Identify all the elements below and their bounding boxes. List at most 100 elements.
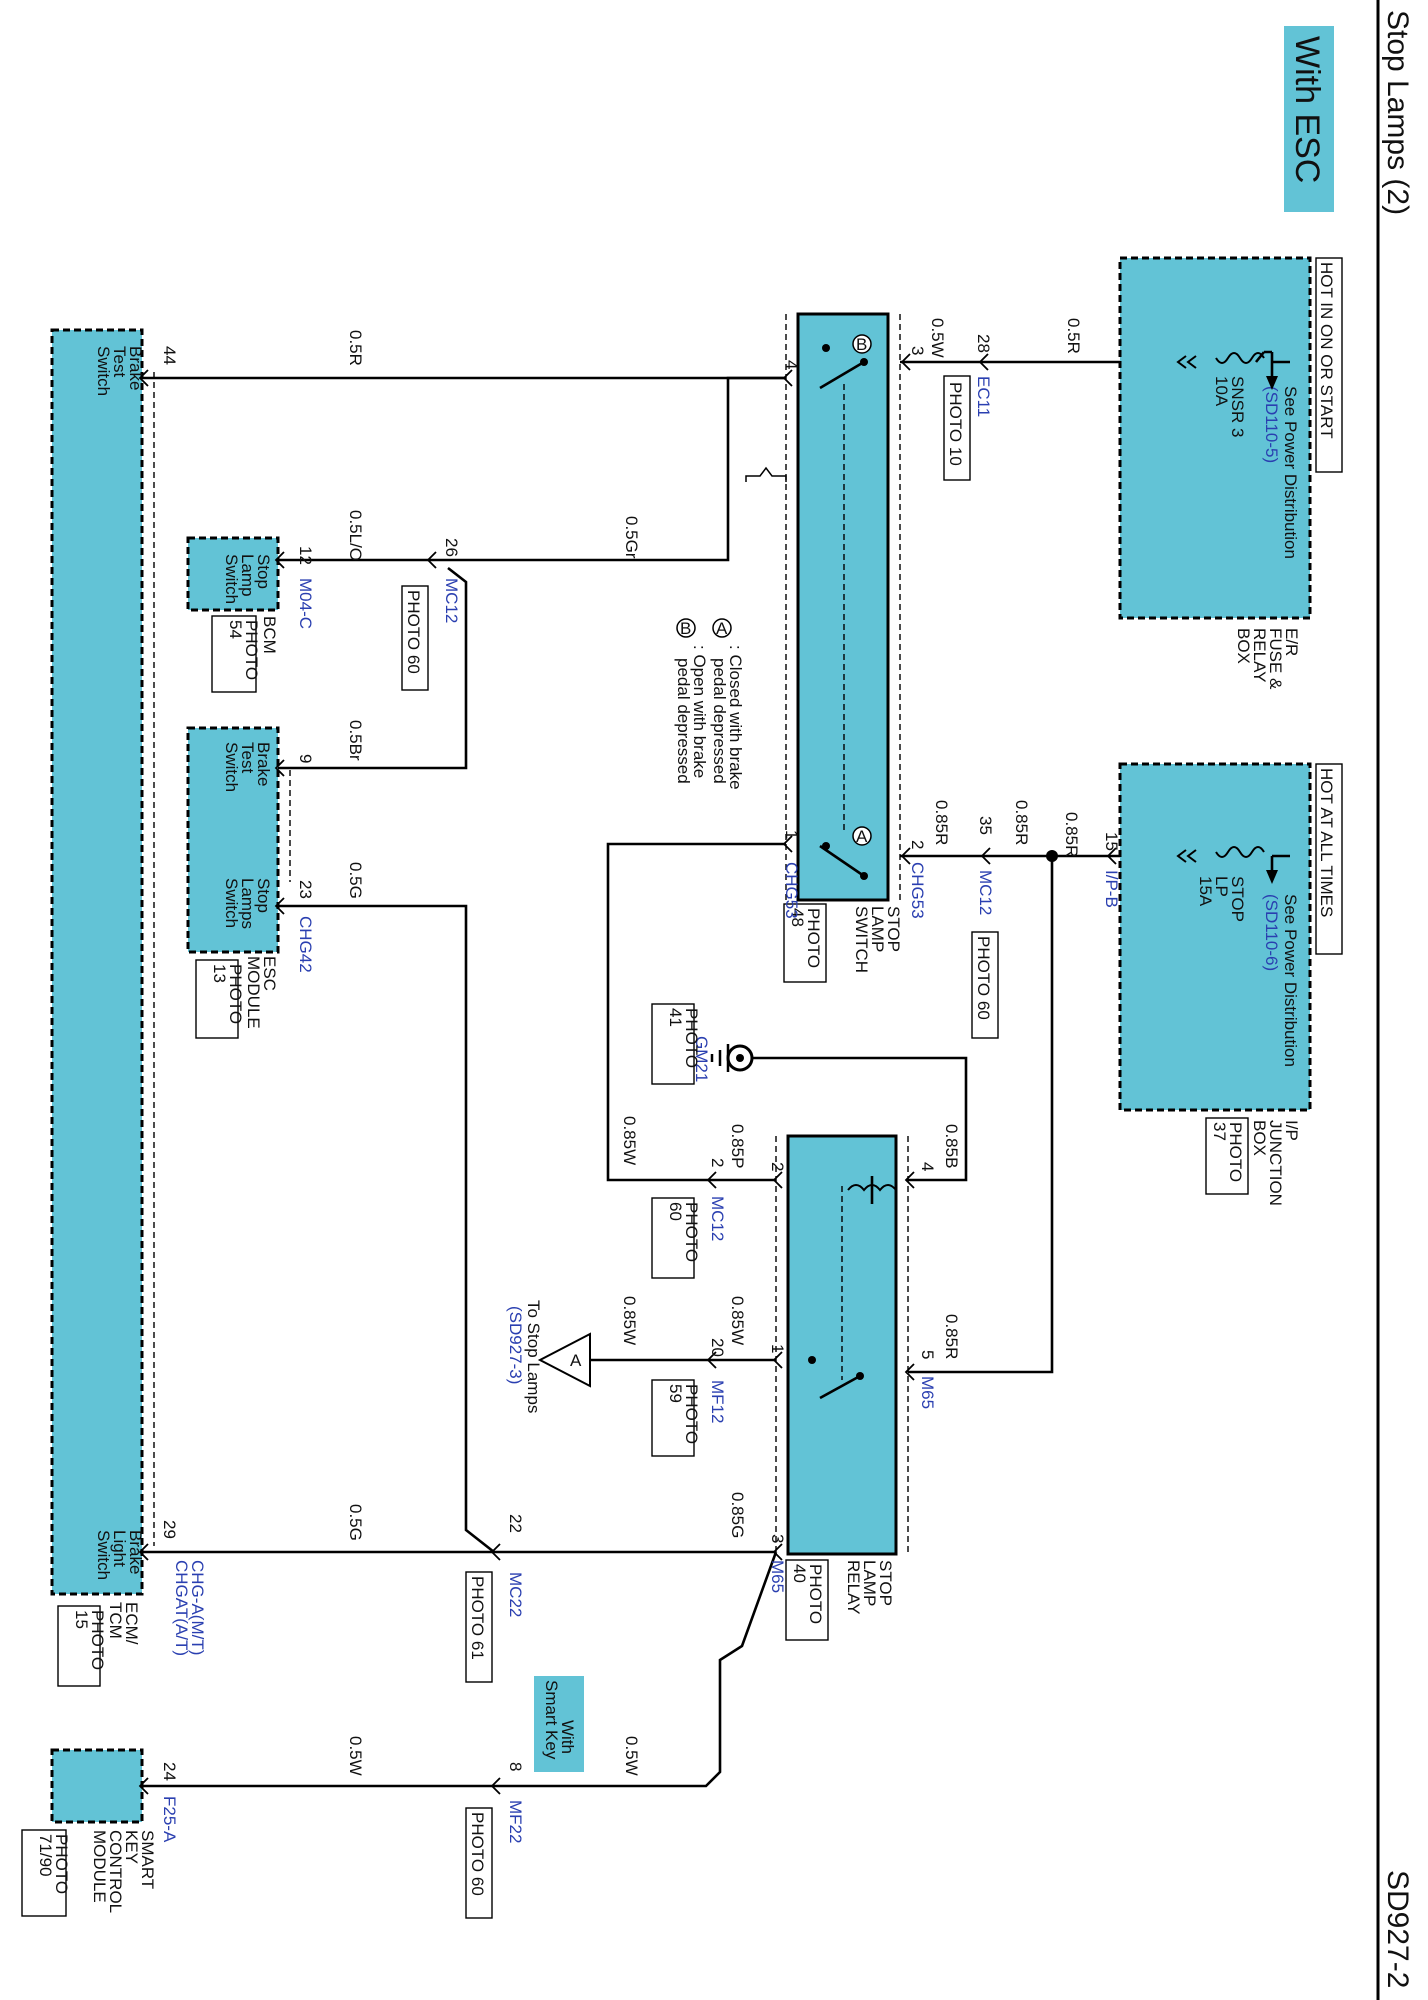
gm21-name: GM21 — [692, 1036, 711, 1082]
chg53-b: CHG53 — [908, 862, 927, 919]
connector-labels: 28 EC11 PHOTO 10 15 I/P-B 35 MC12 PHOTO … — [160, 334, 1121, 1919]
gm21-photo-2: 41 — [666, 1008, 685, 1027]
ip-see-text: See Power Distribution — [1281, 894, 1300, 1067]
offpage-ref: (SD927-3) — [506, 1306, 525, 1384]
er-condition-box — [1315, 257, 1343, 473]
er-fuse-icon — [1215, 352, 1265, 364]
ip-junction-box: HOT AT ALL TIMES I/P JUNCTION BOX PHOTO … — [1118, 762, 1343, 1206]
mf22-photo-box — [465, 1807, 493, 1919]
page-title: Stop Lamps (2) — [1381, 10, 1414, 215]
ecm-conn1: CHG-A(M/T) — [188, 1560, 207, 1655]
relay-photo-box — [785, 1559, 829, 1641]
esc-pin2-label-2: Lamps — [238, 878, 257, 929]
ecm-pin2: 29 — [160, 1520, 179, 1539]
switch-name-2: LAMP — [868, 906, 887, 952]
ip-name-1: I/P — [1282, 1120, 1301, 1141]
wire-sw4: 0.5R — [346, 330, 365, 366]
mf12-photo-1: PHOTO — [682, 1384, 701, 1444]
ip-photo-2: 37 — [1210, 1122, 1229, 1141]
bcm-pin-label-2: Lamp — [238, 554, 257, 597]
wire-er: 0.5R — [1064, 318, 1083, 354]
bcm-photo-box — [211, 615, 257, 693]
stop-lamp-relay: STOP LAMP RELAY PHOTO 40 — [775, 1134, 909, 1641]
esc-name-1: ESC — [260, 956, 279, 991]
wire-out: 0.85W — [620, 1296, 639, 1345]
smk-name-1: SMART — [138, 1830, 157, 1889]
ip-photo-box — [1205, 1117, 1249, 1195]
wire-r3: 0.85G — [728, 1492, 747, 1538]
esc-pin1-label-2: Test — [238, 742, 257, 773]
esc-pin2-label-1: Stop — [254, 878, 273, 913]
er-see-ref: (SD110-5) — [1262, 386, 1281, 463]
variant-tag-label: With ESC — [1288, 36, 1326, 183]
mc22-name: MC22 — [506, 1572, 525, 1617]
m65-b: M65 — [768, 1560, 787, 1593]
relay-photo-1: PHOTO — [806, 1564, 825, 1624]
mc12-26-name: MC12 — [442, 578, 461, 623]
ec11-photo-box — [943, 375, 971, 481]
wire-lo: 0.5L/O — [346, 510, 365, 561]
wire-g-esc: 0.5G — [346, 862, 365, 899]
mc12-2-name: MC12 — [708, 1196, 727, 1241]
switch-contact-a-letter: A — [856, 827, 868, 846]
wire-r5: 0.85R — [942, 1314, 961, 1359]
legend-a-icon — [712, 618, 732, 638]
legend-a-text: : Closed with brake — [726, 645, 745, 790]
ecm-tcm-module: Brake Test Switch Brake Light Switch ECM… — [50, 328, 155, 1687]
wire-sw3: 0.5W — [928, 318, 947, 358]
switch-name-3: SWITCH — [852, 906, 871, 973]
esc-pin1-label-1: Brake — [254, 742, 273, 786]
wire-r2: 0.85P — [728, 1124, 747, 1168]
legend-a-text-2: pedal depressed — [710, 658, 729, 784]
mc22-photo-box — [465, 1571, 493, 1683]
mf12-name: MF12 — [708, 1380, 727, 1423]
wire-labels: 0.5R 0.5W 0.5R 0.5Gr 0.5L/O 0.5Br 0.5G 0… — [346, 318, 1083, 1776]
chg53-a: CHG53 — [782, 862, 801, 919]
ecm-photo-1: PHOTO — [88, 1610, 107, 1670]
wires: A — [142, 360, 1120, 1788]
legend-b-text: : Open with brake — [690, 645, 709, 778]
smk-photo-1: PHOTO — [52, 1834, 71, 1894]
r-pin1: 1 — [768, 1344, 787, 1353]
er-name-4: BOX — [1234, 628, 1253, 664]
svg-text:A: A — [716, 619, 728, 638]
mf12-photo-box — [651, 1379, 695, 1457]
mc12-35-pin: 35 — [976, 816, 995, 835]
switch-legend: A : Closed with brake pedal depressed B … — [674, 466, 787, 790]
page-code: SD927-2 — [1381, 1870, 1414, 1988]
ecm-pin1-label-3: Switch — [94, 346, 113, 396]
ip-see-ref: (SD110-6) — [1262, 894, 1281, 971]
switch-photo-1: PHOTO — [804, 908, 823, 968]
sw-pin3: 3 — [908, 346, 927, 355]
switch-photo-2: 48 — [788, 908, 807, 927]
offpage-a-triangle-icon — [537, 1332, 591, 1388]
relay-name-1: STOP — [876, 1560, 895, 1606]
esc-pin2: 23 — [296, 880, 315, 899]
ip-fuse-2: LP — [1212, 876, 1231, 897]
er-fuse-rating: 10A — [1212, 376, 1231, 407]
er-fuse-name: SNSR 3 — [1228, 376, 1247, 437]
r-pin4: 4 — [918, 1162, 937, 1171]
smart-key-tag-1: With — [558, 1720, 577, 1754]
bcm-pin: 12 — [296, 546, 315, 565]
esc-photo-2: 13 — [210, 964, 229, 983]
ip-condition: HOT AT ALL TIMES — [1317, 768, 1336, 917]
mf22-photo: PHOTO 60 — [468, 1812, 487, 1896]
smart-key-tag-2: Smart Key — [542, 1680, 561, 1760]
switch-contact-b-icon — [852, 334, 872, 354]
variant-tag — [1284, 26, 1334, 212]
ecm-pin1-label-2: Test — [110, 346, 129, 377]
ecm-name-2: TCM — [106, 1602, 125, 1639]
offpage-letter: A — [570, 1351, 582, 1370]
mc12-35-name: MC12 — [976, 870, 995, 915]
ec11-photo: PHOTO 10 — [946, 382, 965, 466]
switch-contact-b-letter: B — [856, 335, 867, 354]
legend-b-icon — [676, 618, 696, 638]
relay-name-2: LAMP — [860, 1560, 879, 1606]
bcm-name: BCM — [260, 616, 279, 654]
esc-module: Brake Test Switch Stop Lamps Switch ESC … — [186, 726, 291, 1039]
er-name-3: RELAY — [1250, 628, 1269, 683]
ip-name-2: JUNCTION — [1266, 1120, 1285, 1206]
ec11-name: EC11 — [974, 376, 993, 417]
esc-name-2: MODULE — [244, 956, 263, 1029]
